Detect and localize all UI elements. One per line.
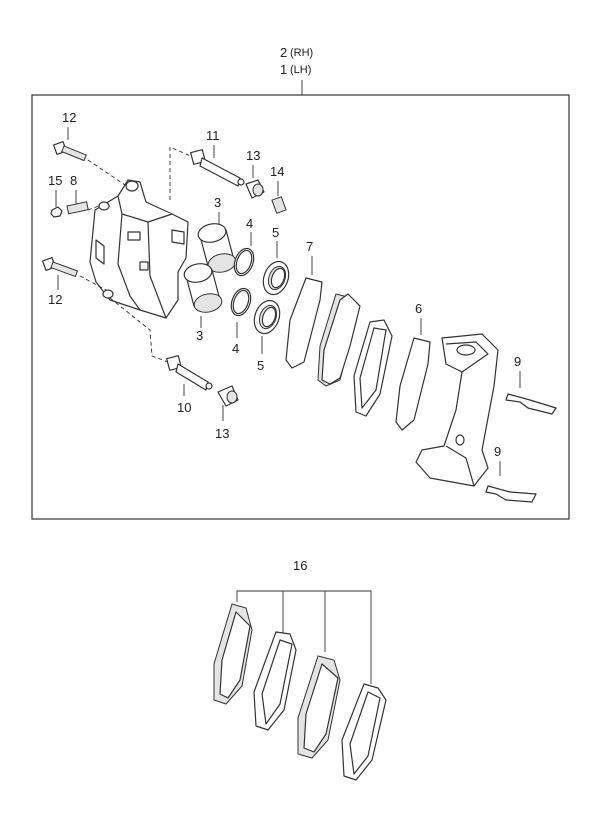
shim-7 <box>285 256 323 369</box>
nut-15 <box>50 190 63 218</box>
assembly-side-rh: (RH) <box>290 47 313 59</box>
brake-pad-outer <box>353 319 393 417</box>
bleeder-14 <box>271 181 287 214</box>
guide-dash-upper <box>169 146 196 200</box>
caliper-bracket <box>415 333 499 487</box>
seal-4-bottom <box>230 287 252 338</box>
pad-kit-pad-2 <box>253 631 297 731</box>
callout-9-bottom: 9 <box>494 444 501 459</box>
assembly-side-lh: (LH) <box>290 64 311 76</box>
boot-13-bottom <box>217 385 239 421</box>
callout-4-top: 4 <box>246 216 253 231</box>
callout-16: 16 <box>293 558 307 573</box>
assembly-number-lh: 1 <box>280 62 287 77</box>
callout-11: 11 <box>206 128 220 143</box>
callout-7: 7 <box>306 239 313 254</box>
callout-4-bottom: 4 <box>232 341 239 356</box>
dust-boot-5-top <box>262 241 290 296</box>
bolt-12-top <box>52 127 126 186</box>
callout-9-top: 9 <box>514 354 521 369</box>
callout-15: 15 <box>48 173 62 188</box>
callout-6: 6 <box>415 301 422 316</box>
piston-3-bottom <box>183 263 223 328</box>
callout-14: 14 <box>270 164 284 179</box>
callout-13-top: 13 <box>246 148 260 163</box>
callout-10: 10 <box>177 400 191 415</box>
pad-kit-pad-1 <box>213 603 253 705</box>
assembly-label: 2 (RH) 1 (LH) <box>280 45 313 95</box>
guide-pin-11 <box>190 145 245 187</box>
brake-pad-inner <box>317 293 361 387</box>
piston-3-top <box>197 212 237 273</box>
callout-5-bottom: 5 <box>257 358 264 373</box>
guide-dash-lower <box>109 297 169 363</box>
shim-6 <box>395 318 431 431</box>
boot-13-top <box>245 165 265 199</box>
callout-12-bottom: 12 <box>48 292 62 307</box>
bolt-12-bottom <box>41 256 107 291</box>
seal-4-top <box>233 232 255 277</box>
assembly-number-rh: 2 <box>280 45 287 60</box>
dust-boot-5-bottom <box>253 299 281 354</box>
clip-9-top <box>505 371 557 415</box>
assembly-frame <box>31 94 570 520</box>
clip-9-bottom <box>485 461 537 503</box>
pad-kit-leader-bracket <box>236 590 372 684</box>
callout-5-top: 5 <box>272 225 279 240</box>
callout-12-top: 12 <box>62 110 76 125</box>
caliper-housing <box>89 179 189 319</box>
callout-8: 8 <box>70 173 77 188</box>
callout-3-top: 3 <box>214 195 221 210</box>
pad-kit-pad-4 <box>341 683 387 781</box>
pad-kit-16: 16 <box>213 558 387 781</box>
callout-13-bottom: 13 <box>215 426 229 441</box>
guide-pin-10 <box>166 355 213 396</box>
pad-kit-pad-3 <box>297 655 341 759</box>
callout-3-bottom: 3 <box>196 328 203 343</box>
